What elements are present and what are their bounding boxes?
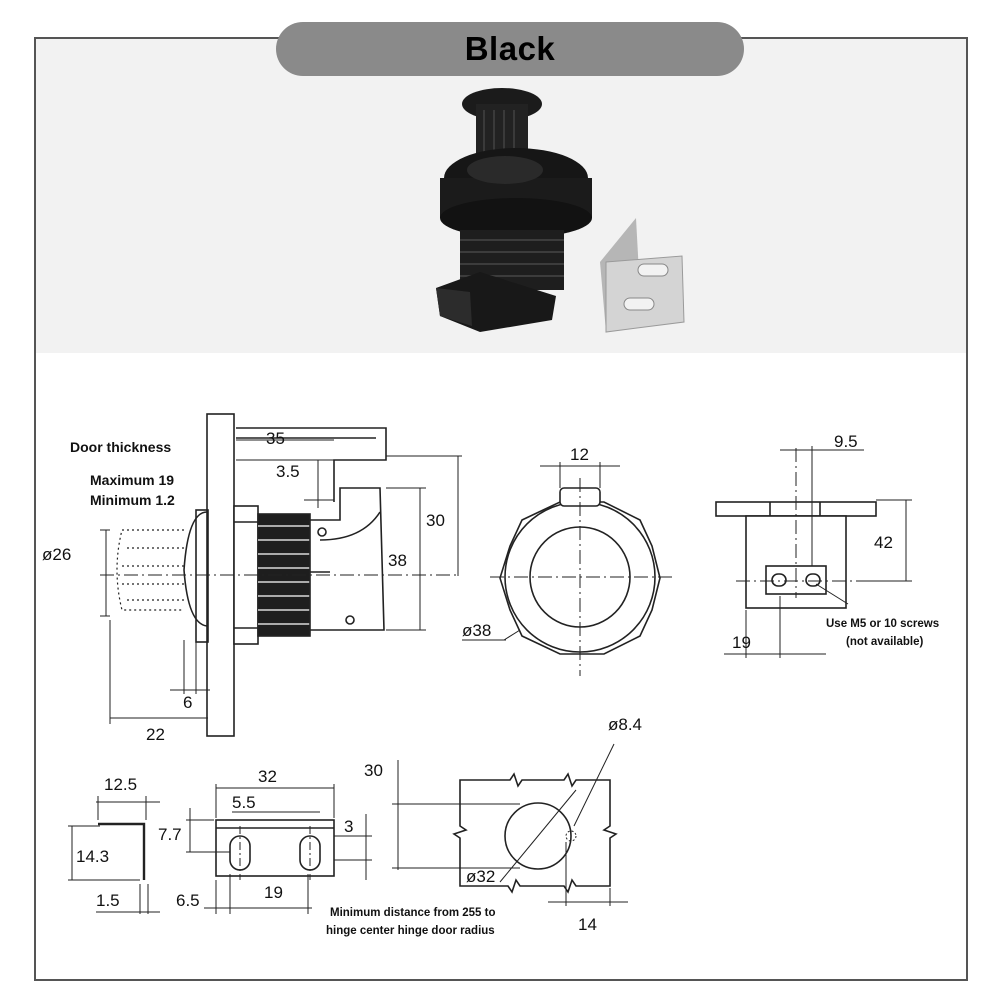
dim-14-3: 14.3 — [76, 847, 109, 866]
min-thickness-label: Minimum 1.2 — [90, 492, 175, 508]
strike-plate-labels: 32 5.5 7.7 3 6.5 19 — [158, 767, 353, 910]
dim-12-5: 12.5 — [104, 775, 137, 794]
cutout-dims — [392, 743, 628, 906]
latch-photo-icon — [436, 88, 592, 332]
dim-9-5: 9.5 — [834, 432, 858, 451]
strike-profile — [98, 822, 146, 880]
strike-plate — [215, 819, 335, 880]
cutout-labels: 30 ø8.4 ø32 14 Minimum distance from 255… — [326, 715, 642, 937]
min-distance-note-1: Minimum distance from 255 to — [330, 907, 496, 919]
dim-7-7: 7.7 — [158, 825, 182, 844]
dim-22: 22 — [146, 725, 165, 744]
max-thickness-label: Maximum 19 — [90, 472, 174, 488]
front-view-labels: 12 ø38 — [462, 445, 589, 640]
screw-note: Use M5 or 10 screws — [826, 618, 939, 630]
title-pill: Black — [276, 22, 744, 76]
dim-30-cutout: 30 — [364, 761, 383, 780]
side-view-labels: Door thickness Maximum 19 Minimum 1.2 35… — [42, 429, 445, 744]
dim-19-plate: 19 — [264, 883, 283, 902]
dim-32-plate: 32 — [258, 767, 277, 786]
bracket-view-labels: 9.5 42 19 Use M5 or 10 screws (not avail… — [732, 432, 939, 652]
dim-6-5: 6.5 — [176, 891, 200, 910]
dim-38-front: ø38 — [462, 621, 491, 640]
strike-profile-dims — [68, 796, 160, 914]
strike-profile-labels: 12.5 14.3 1.5 — [76, 775, 137, 910]
strike-plate-dims — [186, 784, 372, 914]
bracket-view — [715, 446, 912, 658]
dim-26: ø26 — [42, 545, 71, 564]
dim-30-side: 30 — [426, 511, 445, 530]
dim-14: 14 — [578, 915, 597, 934]
min-distance-note-2: hinge center hinge door radius — [326, 925, 495, 937]
dim-3-5: 3.5 — [276, 462, 300, 481]
bracket-photo-icon — [600, 218, 685, 333]
dim-6: 6 — [183, 693, 192, 712]
front-view — [462, 462, 672, 676]
dim-38-side: 38 — [388, 551, 407, 570]
dim-12: 12 — [570, 445, 589, 464]
dim-42: 42 — [874, 533, 893, 552]
dim-3: 3 — [344, 817, 353, 836]
dim-5-5: 5.5 — [232, 793, 256, 812]
dim-1-5: 1.5 — [96, 891, 120, 910]
side-view — [100, 413, 462, 737]
door-thickness-label: Door thickness — [70, 439, 171, 455]
dim-8-4: ø8.4 — [608, 715, 642, 734]
dim-35: 35 — [266, 429, 285, 448]
screw-note-2: (not available) — [846, 636, 923, 648]
page-title: Black — [464, 30, 556, 67]
dim-19-bracket: 19 — [732, 633, 751, 652]
dim-32-cutout: ø32 — [466, 867, 495, 886]
